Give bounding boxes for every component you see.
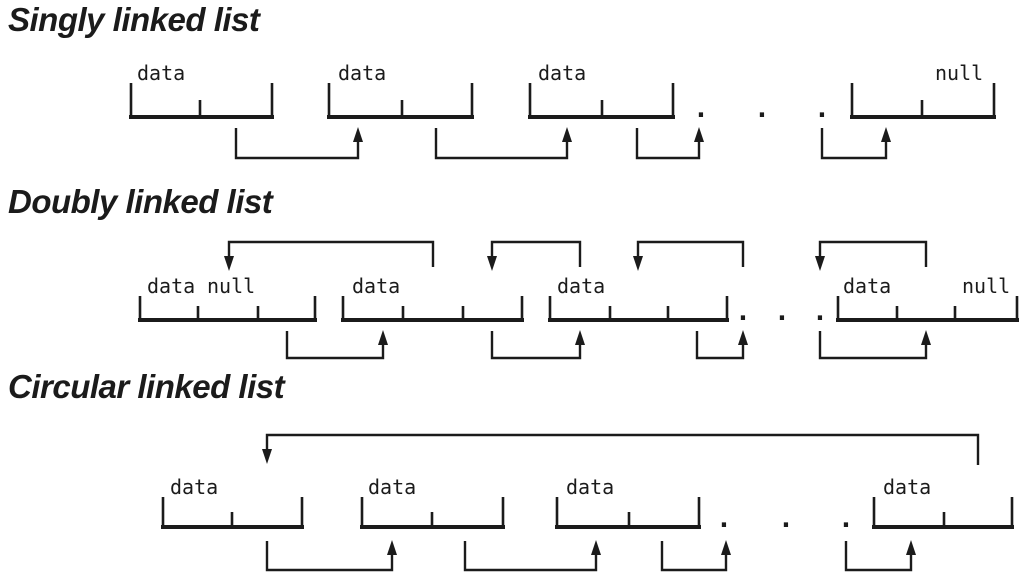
doubly-next-arrow-1: [285, 330, 388, 360]
doubly-list-title: Doubly linked list: [8, 183, 273, 220]
doubly-node-3-data-label: data: [557, 274, 605, 298]
doubly-prev-arrow-3: [633, 240, 745, 271]
doubly-prev-arrow-1: [224, 240, 435, 271]
singly-node-3: [528, 83, 675, 119]
doubly-next-arrow-2: [490, 330, 585, 360]
singly-diagram: data data data null . . .: [129, 61, 996, 160]
circular-node-4-label: data: [883, 475, 931, 499]
circular-ellipsis-dot-2: .: [778, 504, 794, 534]
circular-ellipsis-dot-1: .: [716, 504, 732, 534]
doubly-next-arrow-3: [695, 330, 748, 360]
doubly-next-arrow-4: [818, 330, 931, 360]
circular-node-1: [161, 497, 304, 529]
circular-next-arrow-3: [660, 540, 731, 572]
singly-next-arrow-2: [434, 127, 572, 160]
singly-next-arrow-3: [635, 127, 704, 160]
doubly-ellipsis-dot-1: .: [735, 297, 751, 327]
doubly-node-3: [548, 296, 729, 322]
doubly-diagram: data null data data data null . . .: [138, 240, 1019, 360]
doubly-node-4-next-null-label: null: [962, 274, 1010, 298]
singly-node-4-null-label: null: [935, 61, 983, 85]
singly-ellipsis-dot-1: .: [693, 94, 709, 124]
circular-ellipsis-dot-3: .: [838, 504, 854, 534]
doubly-node-2: [341, 296, 524, 322]
singly-node-4: [850, 83, 996, 119]
circular-diagram: data data data data . . .: [161, 433, 1014, 572]
doubly-node-2-data-label: data: [352, 274, 400, 298]
singly-list-title: Singly linked list: [8, 1, 260, 38]
singly-next-arrow-4: [820, 127, 891, 160]
circular-next-arrow-4: [844, 540, 916, 572]
circular-node-4: [872, 497, 1014, 529]
doubly-ellipsis-dot-3: .: [812, 297, 828, 327]
circular-node-3: [555, 497, 701, 529]
doubly-node-1-data-label: data: [147, 274, 195, 298]
circular-next-arrow-1: [265, 540, 397, 572]
doubly-ellipsis-dot-2: .: [774, 297, 790, 327]
circular-node-1-label: data: [170, 475, 218, 499]
doubly-prev-arrow-4: [815, 240, 928, 271]
doubly-node-1-prev-null-label: null: [207, 274, 255, 298]
doubly-node-4-data-label: data: [843, 274, 891, 298]
doubly-node-4: [836, 296, 1019, 322]
circular-next-arrow-2: [463, 540, 601, 572]
singly-node-2-label: data: [338, 61, 386, 85]
singly-node-1-label: data: [137, 61, 185, 85]
singly-node-3-label: data: [538, 61, 586, 85]
circular-list-title: Circular linked list: [8, 368, 285, 405]
circular-wrap-arrow: [262, 433, 980, 465]
singly-ellipsis-dot-3: .: [814, 94, 830, 124]
doubly-node-1: [138, 296, 317, 322]
circular-node-2-label: data: [368, 475, 416, 499]
doubly-prev-arrow-2: [487, 240, 582, 271]
circular-node-3-label: data: [566, 475, 614, 499]
singly-node-1: [129, 83, 274, 119]
circular-node-2: [360, 497, 505, 529]
singly-node-2: [327, 83, 474, 119]
singly-next-arrow-1: [234, 127, 363, 160]
singly-ellipsis-dot-2: .: [754, 94, 770, 124]
